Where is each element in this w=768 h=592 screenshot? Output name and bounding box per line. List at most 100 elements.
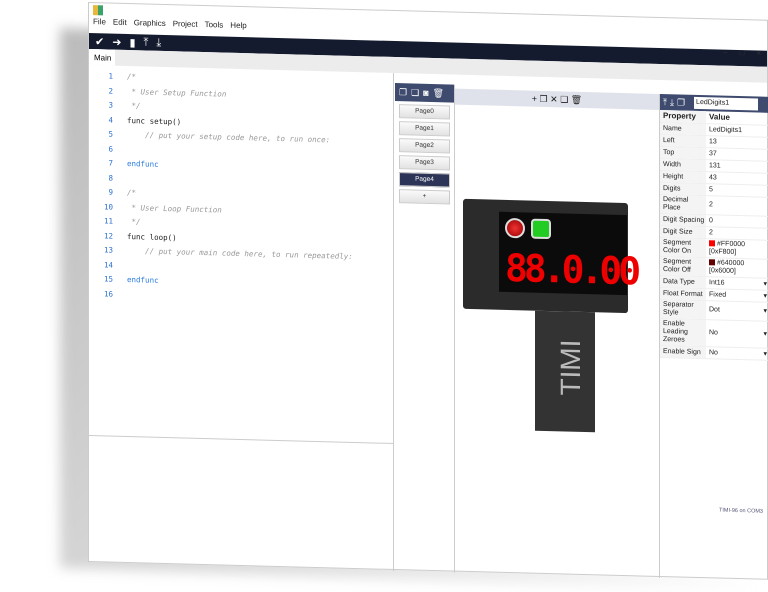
property-value[interactable]: 5 xyxy=(706,186,768,196)
dropdown-arrow-icon[interactable]: ▾ xyxy=(763,350,767,358)
new-file-icon[interactable]: ▮ xyxy=(129,36,136,49)
property-value-text: 2 xyxy=(709,228,713,236)
status-text: TIMI-96 on COM3 xyxy=(718,507,763,515)
property-name: Data Type xyxy=(660,275,706,289)
led-digits-widget[interactable]: 88.0.00 xyxy=(505,245,638,294)
menu-help[interactable]: Help xyxy=(230,20,247,31)
download-icon[interactable]: ⤓ xyxy=(669,96,674,107)
property-value[interactable]: 2 xyxy=(706,201,768,211)
property-value[interactable]: Fixed ▾ xyxy=(706,291,768,301)
property-value[interactable]: 131 xyxy=(706,162,768,172)
widget-select[interactable]: LedDigits1 xyxy=(694,96,759,111)
upload-icon[interactable]: ⤒ xyxy=(143,35,149,49)
code-line: func setup() xyxy=(127,115,182,126)
line-number: 5 xyxy=(108,129,113,139)
line-number: 2 xyxy=(108,86,113,96)
property-value-text: 43 xyxy=(709,173,717,181)
property-value[interactable]: No ▾ xyxy=(706,349,768,359)
maximize-button[interactable]: □ xyxy=(739,48,745,58)
value-header: Value xyxy=(709,112,730,122)
design-canvas[interactable]: + ❐ ✕ ❏ 🗑 88.0.00 TIMI xyxy=(455,88,660,578)
color-swatch[interactable] xyxy=(709,240,715,247)
output-pane xyxy=(89,435,394,572)
page-button-page1[interactable]: Page1 xyxy=(399,121,450,137)
property-name: Digits xyxy=(660,182,706,196)
property-name: Digit Size xyxy=(660,225,706,239)
dropdown-arrow-icon[interactable]: ▾ xyxy=(763,280,767,288)
dropdown-arrow-icon[interactable]: ▾ xyxy=(763,307,767,315)
duplicate-page-icon[interactable]: ❏ xyxy=(411,86,420,98)
red-button-widget[interactable] xyxy=(505,217,525,239)
property-value-text: No xyxy=(709,348,718,356)
property-value[interactable]: LedDigits1 xyxy=(706,126,768,136)
property-value[interactable]: No ▾ xyxy=(706,329,768,339)
menu-bar: File Edit Graphics Project Tools Help xyxy=(89,17,247,35)
menu-file[interactable]: File xyxy=(93,17,106,27)
property-value-text: Int16 xyxy=(709,278,725,287)
camera-icon[interactable]: ◙ xyxy=(423,87,429,98)
property-name: Left xyxy=(660,134,706,148)
line-number: 1 xyxy=(108,71,113,81)
line-number: 12 xyxy=(103,230,113,241)
tab-main[interactable]: Main xyxy=(89,49,115,66)
property-value-text: 37 xyxy=(709,149,717,157)
property-value[interactable]: Dot ▾ xyxy=(706,306,768,316)
arrow-right-icon[interactable]: ➜ xyxy=(112,36,122,49)
copy-page-icon[interactable]: ❐ xyxy=(399,86,408,97)
page-button-page0[interactable]: Page0 xyxy=(399,104,450,120)
property-value[interactable]: 37 xyxy=(706,150,768,160)
delete-icon[interactable]: 🗑 xyxy=(570,94,583,105)
add-page-button[interactable]: + xyxy=(399,189,450,205)
page-button-page3[interactable]: Page3 xyxy=(399,155,450,171)
menu-graphics[interactable]: Graphics xyxy=(133,18,166,29)
upload-icon[interactable]: ⤒ xyxy=(663,96,667,107)
line-number: 7 xyxy=(108,158,113,168)
property-name: Decimal Place xyxy=(660,194,706,215)
check-icon[interactable]: ✔ xyxy=(95,35,105,48)
page-button-page2[interactable]: Page2 xyxy=(399,138,450,154)
property-value[interactable]: 2 xyxy=(706,229,768,239)
minimize-button[interactable]: – xyxy=(723,47,728,57)
property-value-text: Dot xyxy=(709,306,720,314)
line-number: 15 xyxy=(103,274,113,284)
paste-icon[interactable]: ❏ xyxy=(560,94,569,105)
property-value-text: Fixed xyxy=(709,290,727,299)
copy-icon[interactable]: ❐ xyxy=(539,93,548,105)
property-value[interactable]: 13 xyxy=(706,138,768,148)
menu-tools[interactable]: Tools xyxy=(204,20,224,30)
download-icon[interactable]: ⤓ xyxy=(156,36,162,49)
property-name: Segment Color On xyxy=(660,237,706,258)
property-value-text: 2 xyxy=(709,201,713,209)
property-name: Name xyxy=(660,122,706,136)
property-name: Float Format xyxy=(660,287,706,301)
line-number: 8 xyxy=(108,173,113,183)
property-value-text: 13 xyxy=(709,137,717,145)
property-value[interactable]: Int16 ▾ xyxy=(706,279,768,289)
device-body: TIMI xyxy=(535,310,595,433)
property-name: Segment Color Off xyxy=(660,256,706,277)
close-button[interactable]: × xyxy=(756,48,761,58)
add-icon[interactable]: + xyxy=(531,93,538,104)
property-name: Separator Style xyxy=(660,299,706,320)
canvas-toolbar: + ❐ ✕ ❏ 🗑 xyxy=(455,88,659,110)
property-value-text: 5 xyxy=(709,185,713,193)
cut-icon[interactable]: ✕ xyxy=(550,94,558,105)
color-swatch[interactable] xyxy=(709,259,715,266)
delete-page-icon[interactable]: 🗑 xyxy=(432,87,445,98)
menu-project[interactable]: Project xyxy=(172,19,198,29)
green-button-widget[interactable] xyxy=(531,218,551,240)
dropdown-arrow-icon[interactable]: ▾ xyxy=(763,292,767,300)
dropdown-arrow-icon[interactable]: ▾ xyxy=(763,330,767,338)
property-value[interactable]: 0 xyxy=(706,217,768,227)
property-value[interactable]: #640000 [0x6000] xyxy=(706,259,768,277)
copy-icon[interactable]: ❐ xyxy=(676,96,686,108)
page-button-page4[interactable]: Page4 xyxy=(399,172,450,188)
code-line: // put your main code here, to run repea… xyxy=(127,246,353,261)
line-number: 6 xyxy=(108,144,113,154)
menu-edit[interactable]: Edit xyxy=(112,17,127,28)
property-value[interactable]: #FF0000 [0xF800] xyxy=(706,240,768,258)
code-line: // put your setup code here, to run once… xyxy=(127,130,331,145)
property-value[interactable]: 43 xyxy=(706,174,768,184)
